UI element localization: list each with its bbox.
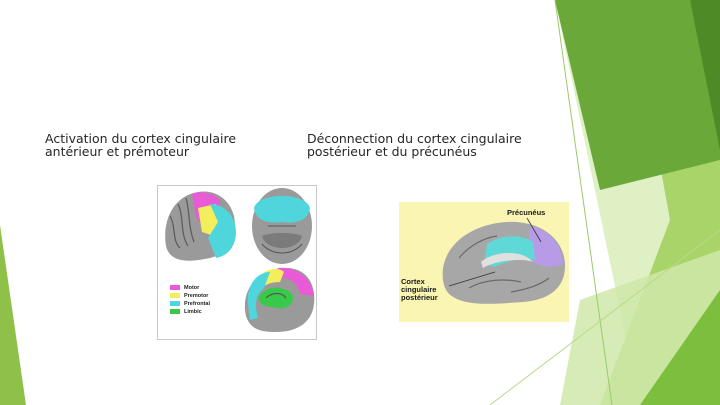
deco-line-2 xyxy=(489,229,720,405)
cortex-pointer xyxy=(448,271,496,287)
brain-inferior-view xyxy=(252,188,312,264)
caption-left: Activation du cortex cingulaire antérieu… xyxy=(45,131,237,159)
deco-triangle-dark xyxy=(555,0,720,190)
legend-label: Motor xyxy=(184,284,200,291)
legend-swatch-motor xyxy=(170,285,180,290)
legend-label: Premotor xyxy=(184,292,209,299)
legend-item: Motor xyxy=(170,284,210,291)
legend-swatch-limbic xyxy=(170,309,180,314)
label-cortex-cingulaire: Cortex cingulaire postérieur xyxy=(401,277,438,302)
lobe-legend: Motor Premotor Prefrontal Limbic xyxy=(170,284,210,316)
brain-lobes-illustration xyxy=(165,188,315,332)
precuneus-illustration xyxy=(399,202,569,322)
legend-swatch-prefrontal xyxy=(170,301,180,306)
deco-line xyxy=(554,0,613,405)
label-precuneus: Précunéus xyxy=(507,208,546,217)
legend-item: Premotor xyxy=(170,292,210,299)
brain-medial-view xyxy=(244,267,315,332)
precuneus-figure: Précunéus Cortex cingulaire postérieur xyxy=(399,202,569,322)
legend-item: Limbic xyxy=(170,308,210,315)
deco-triangle-green xyxy=(640,290,720,405)
legend-label: Limbic xyxy=(184,308,202,315)
caption-right: Déconnection du cortex cingulaire postér… xyxy=(307,131,522,159)
brain-lobes-figure: Motor Premotor Prefrontal Limbic xyxy=(157,185,317,340)
legend-swatch-premotor xyxy=(170,293,180,298)
legend-label: Prefrontal xyxy=(184,300,210,307)
brain-lateral-view xyxy=(165,191,236,261)
deco-triangle-deep xyxy=(690,0,720,150)
corpus-callosum xyxy=(481,253,533,268)
deco-triangle-left xyxy=(0,225,26,405)
precuneus-pointer xyxy=(526,217,542,243)
legend-item: Prefrontal xyxy=(170,300,210,307)
